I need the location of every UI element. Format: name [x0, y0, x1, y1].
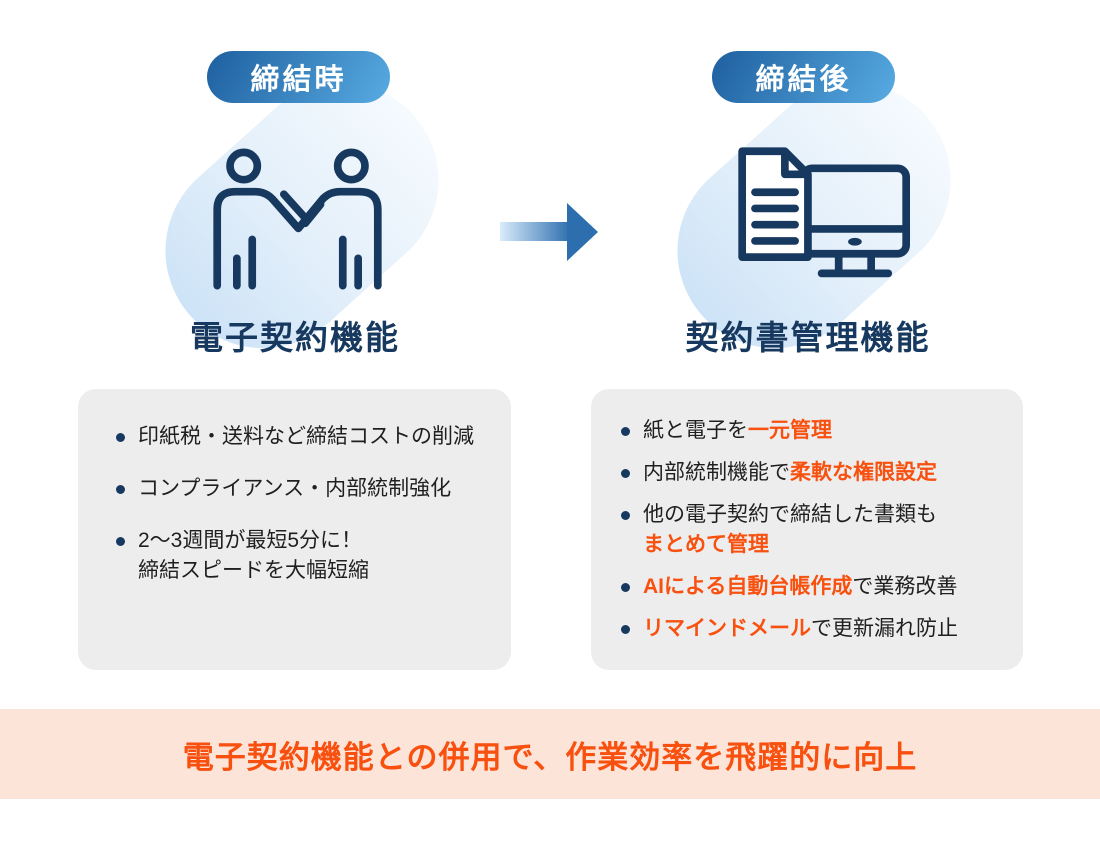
bullet-text: 内部統制機能で柔軟な権限設定	[643, 461, 937, 484]
right-feature-box: 紙と電子を一元管理内部統制機能で柔軟な権限設定他の電子契約で締結した書類もまとめ…	[591, 389, 1023, 670]
right-title: 契約書管理機能	[685, 319, 931, 356]
bullet-item: 印紙税・送料など締結コストの削減	[116, 422, 487, 452]
badge-at-signing: 締結時	[207, 51, 390, 103]
bullet-item: 紙と電子を一元管理	[621, 416, 1007, 446]
bullet-dot	[116, 485, 125, 494]
bullet-text: AIによる自動台帳作成で業務改善	[643, 575, 958, 598]
bullet-item: コンプライアンス・内部統制強化	[116, 474, 487, 504]
bullet-text: 紙と電子を一元管理	[643, 419, 832, 442]
bullet-dot	[116, 433, 125, 442]
bullet-item: 内部統制機能で柔軟な権限設定	[621, 458, 1007, 488]
left-title: 電子契約機能	[190, 319, 400, 356]
bullet-item: AIによる自動台帳作成で業務改善	[621, 572, 1007, 602]
badge-after-signing: 締結後	[712, 51, 895, 103]
bullet-text: 印紙税・送料など締結コストの削減	[138, 425, 474, 448]
bullet-item: 2〜3週間が最短5分に！締結スピードを大幅短縮	[116, 526, 487, 586]
bullet-dot	[621, 625, 630, 634]
bullet-dot	[621, 427, 630, 436]
bullet-dot	[116, 537, 125, 546]
banner-text: 電子契約機能との併用で、作業効率を飛躍的に向上	[182, 739, 918, 775]
right-bullet-list: 紙と電子を一元管理内部統制機能で柔軟な権限設定他の電子契約で締結した書類もまとめ…	[621, 416, 1007, 644]
bullet-text: コンプライアンス・内部統制強化	[138, 477, 452, 500]
document-monitor-icon	[708, 128, 913, 300]
bullet-dot	[621, 511, 630, 520]
left-bullet-list: 印紙税・送料など締結コストの削減コンプライアンス・内部統制強化 2〜3週間が最短5…	[116, 422, 487, 586]
handshake-icon	[195, 135, 400, 303]
bullet-text: 2〜3週間が最短5分に！締結スピードを大幅短縮	[138, 529, 369, 582]
bullet-dot	[621, 583, 630, 592]
bullet-text: 他の電子契約で締結した書類もまとめて管理	[643, 503, 937, 556]
bullet-item: 他の電子契約で締結した書類もまとめて管理	[621, 500, 1007, 560]
left-feature-box: 印紙税・送料など締結コストの削減コンプライアンス・内部統制強化 2〜3週間が最短5…	[78, 389, 511, 670]
arrow-right-icon	[500, 202, 600, 262]
bullet-item: リマインドメールで更新漏れ防止	[621, 614, 1007, 644]
bullet-text: リマインドメールで更新漏れ防止	[643, 617, 958, 640]
bottom-banner: 電子契約機能との併用で、作業効率を飛躍的に向上	[0, 709, 1100, 799]
bullet-dot	[621, 469, 630, 478]
